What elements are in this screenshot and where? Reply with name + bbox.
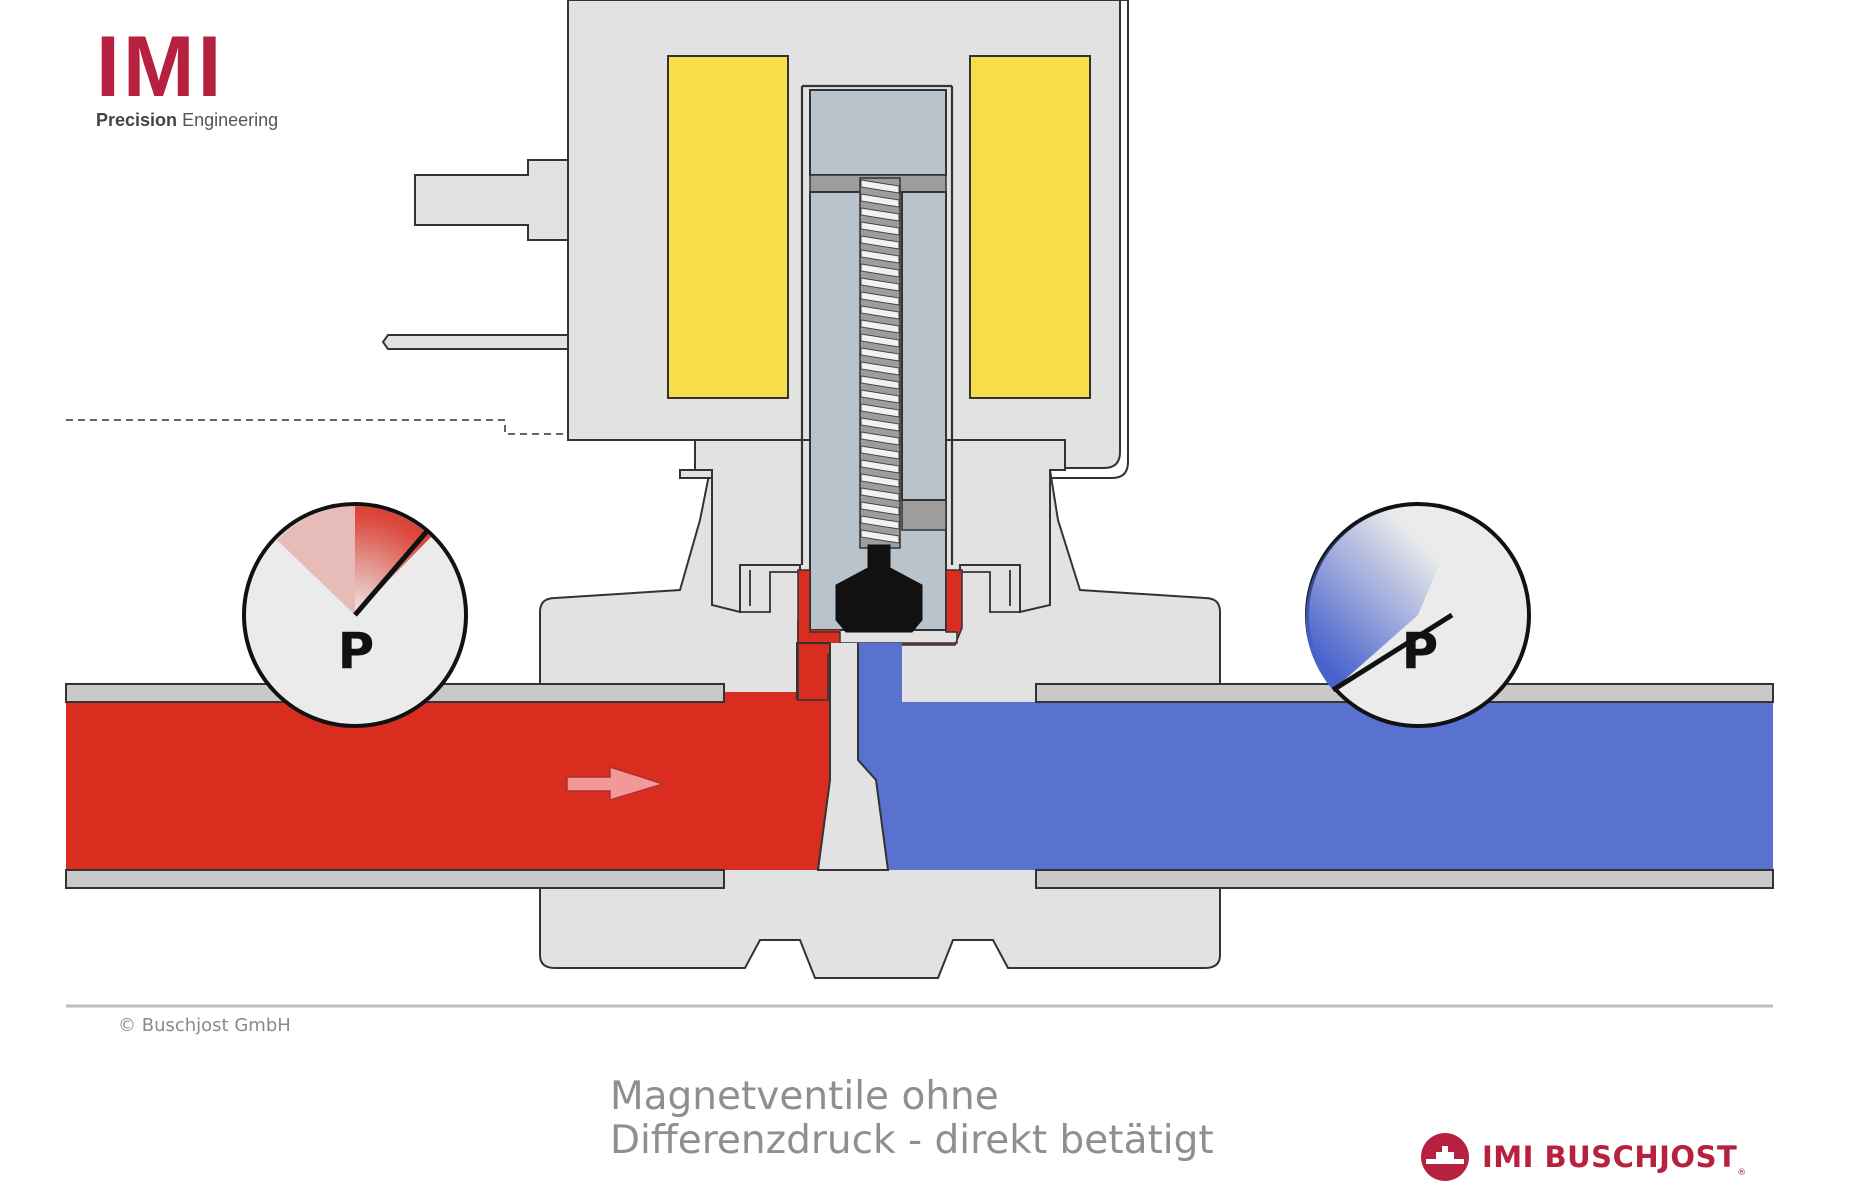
electrical-connector [381, 159, 571, 350]
outlet-pressure-gauge: P [1305, 502, 1531, 728]
spring-turn [860, 403, 900, 418]
spring-turn [860, 179, 900, 194]
diagram-title: Magnetventile ohne Differenzdruck - dire… [610, 1075, 1214, 1163]
flow-direction-arrow [566, 765, 666, 802]
copyright-notice: © Buschjost GmbH [118, 1015, 291, 1036]
outlet-gauge-label: P [1402, 622, 1439, 680]
imi-logo-tagline: Precision Engineering [96, 110, 278, 131]
spring-turn [860, 473, 900, 488]
spring-turn [860, 515, 900, 530]
outlet-gauge-needle [1331, 612, 1454, 693]
armature-tube [800, 84, 954, 565]
spring [860, 179, 900, 544]
spring-turn [860, 375, 900, 390]
buschjost-mark-icon [1421, 1133, 1469, 1181]
fixed-core [809, 89, 947, 176]
inlet-gauge-label: P [338, 622, 375, 680]
valve-seat [816, 643, 890, 871]
spring-turn [860, 221, 900, 236]
spring-turn [860, 305, 900, 320]
inlet-gauge-needle [353, 528, 430, 617]
title-line-2: Differenzdruck - direkt betätigt [610, 1118, 1214, 1163]
spring-turn [860, 263, 900, 278]
ground-dashed-line [66, 419, 570, 435]
spring-turn [860, 459, 900, 474]
spring-turn [860, 235, 900, 250]
spring-turn [860, 347, 900, 362]
spring-turn [860, 529, 900, 544]
spring-turn [860, 249, 900, 264]
plunger-upper-recess [901, 191, 947, 501]
brand-registered-mark: ® [1737, 1168, 1747, 1178]
spring-turn [860, 193, 900, 208]
imi-logo-letters: IMI [96, 19, 225, 115]
inlet-fluid [66, 570, 840, 870]
inlet-pressure-gauge: P [242, 502, 468, 728]
imi-logo: IMI Precision Engineering [96, 22, 278, 131]
plunger-seal [835, 544, 923, 633]
spring-turn [860, 487, 900, 502]
spring-turn [860, 501, 900, 516]
outlet-fluid [858, 643, 1773, 870]
title-line-1: Magnetventile ohne [610, 1074, 999, 1119]
spring-turn [860, 207, 900, 222]
seat-outline [796, 642, 830, 700]
brand-name: IMI BUSCHJOST [1482, 1140, 1738, 1174]
coil-winding-left [667, 55, 789, 399]
spring-turn [860, 361, 900, 376]
coil-winding-right [969, 55, 1091, 399]
spring-turn [860, 417, 900, 432]
plunger-side-recess [901, 499, 947, 531]
bonnet-guide [739, 565, 1021, 613]
spring-turn [860, 445, 900, 460]
spring-turn [860, 319, 900, 334]
spring-turn [860, 277, 900, 292]
tagline-bold: Precision [96, 110, 178, 130]
spring-turn [860, 431, 900, 446]
tagline-light: Engineering [182, 110, 279, 130]
spring-turn [860, 291, 900, 306]
spring-turn [860, 333, 900, 348]
buschjost-brand: IMI BUSCHJOST ® [1420, 1132, 1746, 1182]
inlet-cavity-fluid [797, 569, 963, 701]
spring-turn [860, 389, 900, 404]
